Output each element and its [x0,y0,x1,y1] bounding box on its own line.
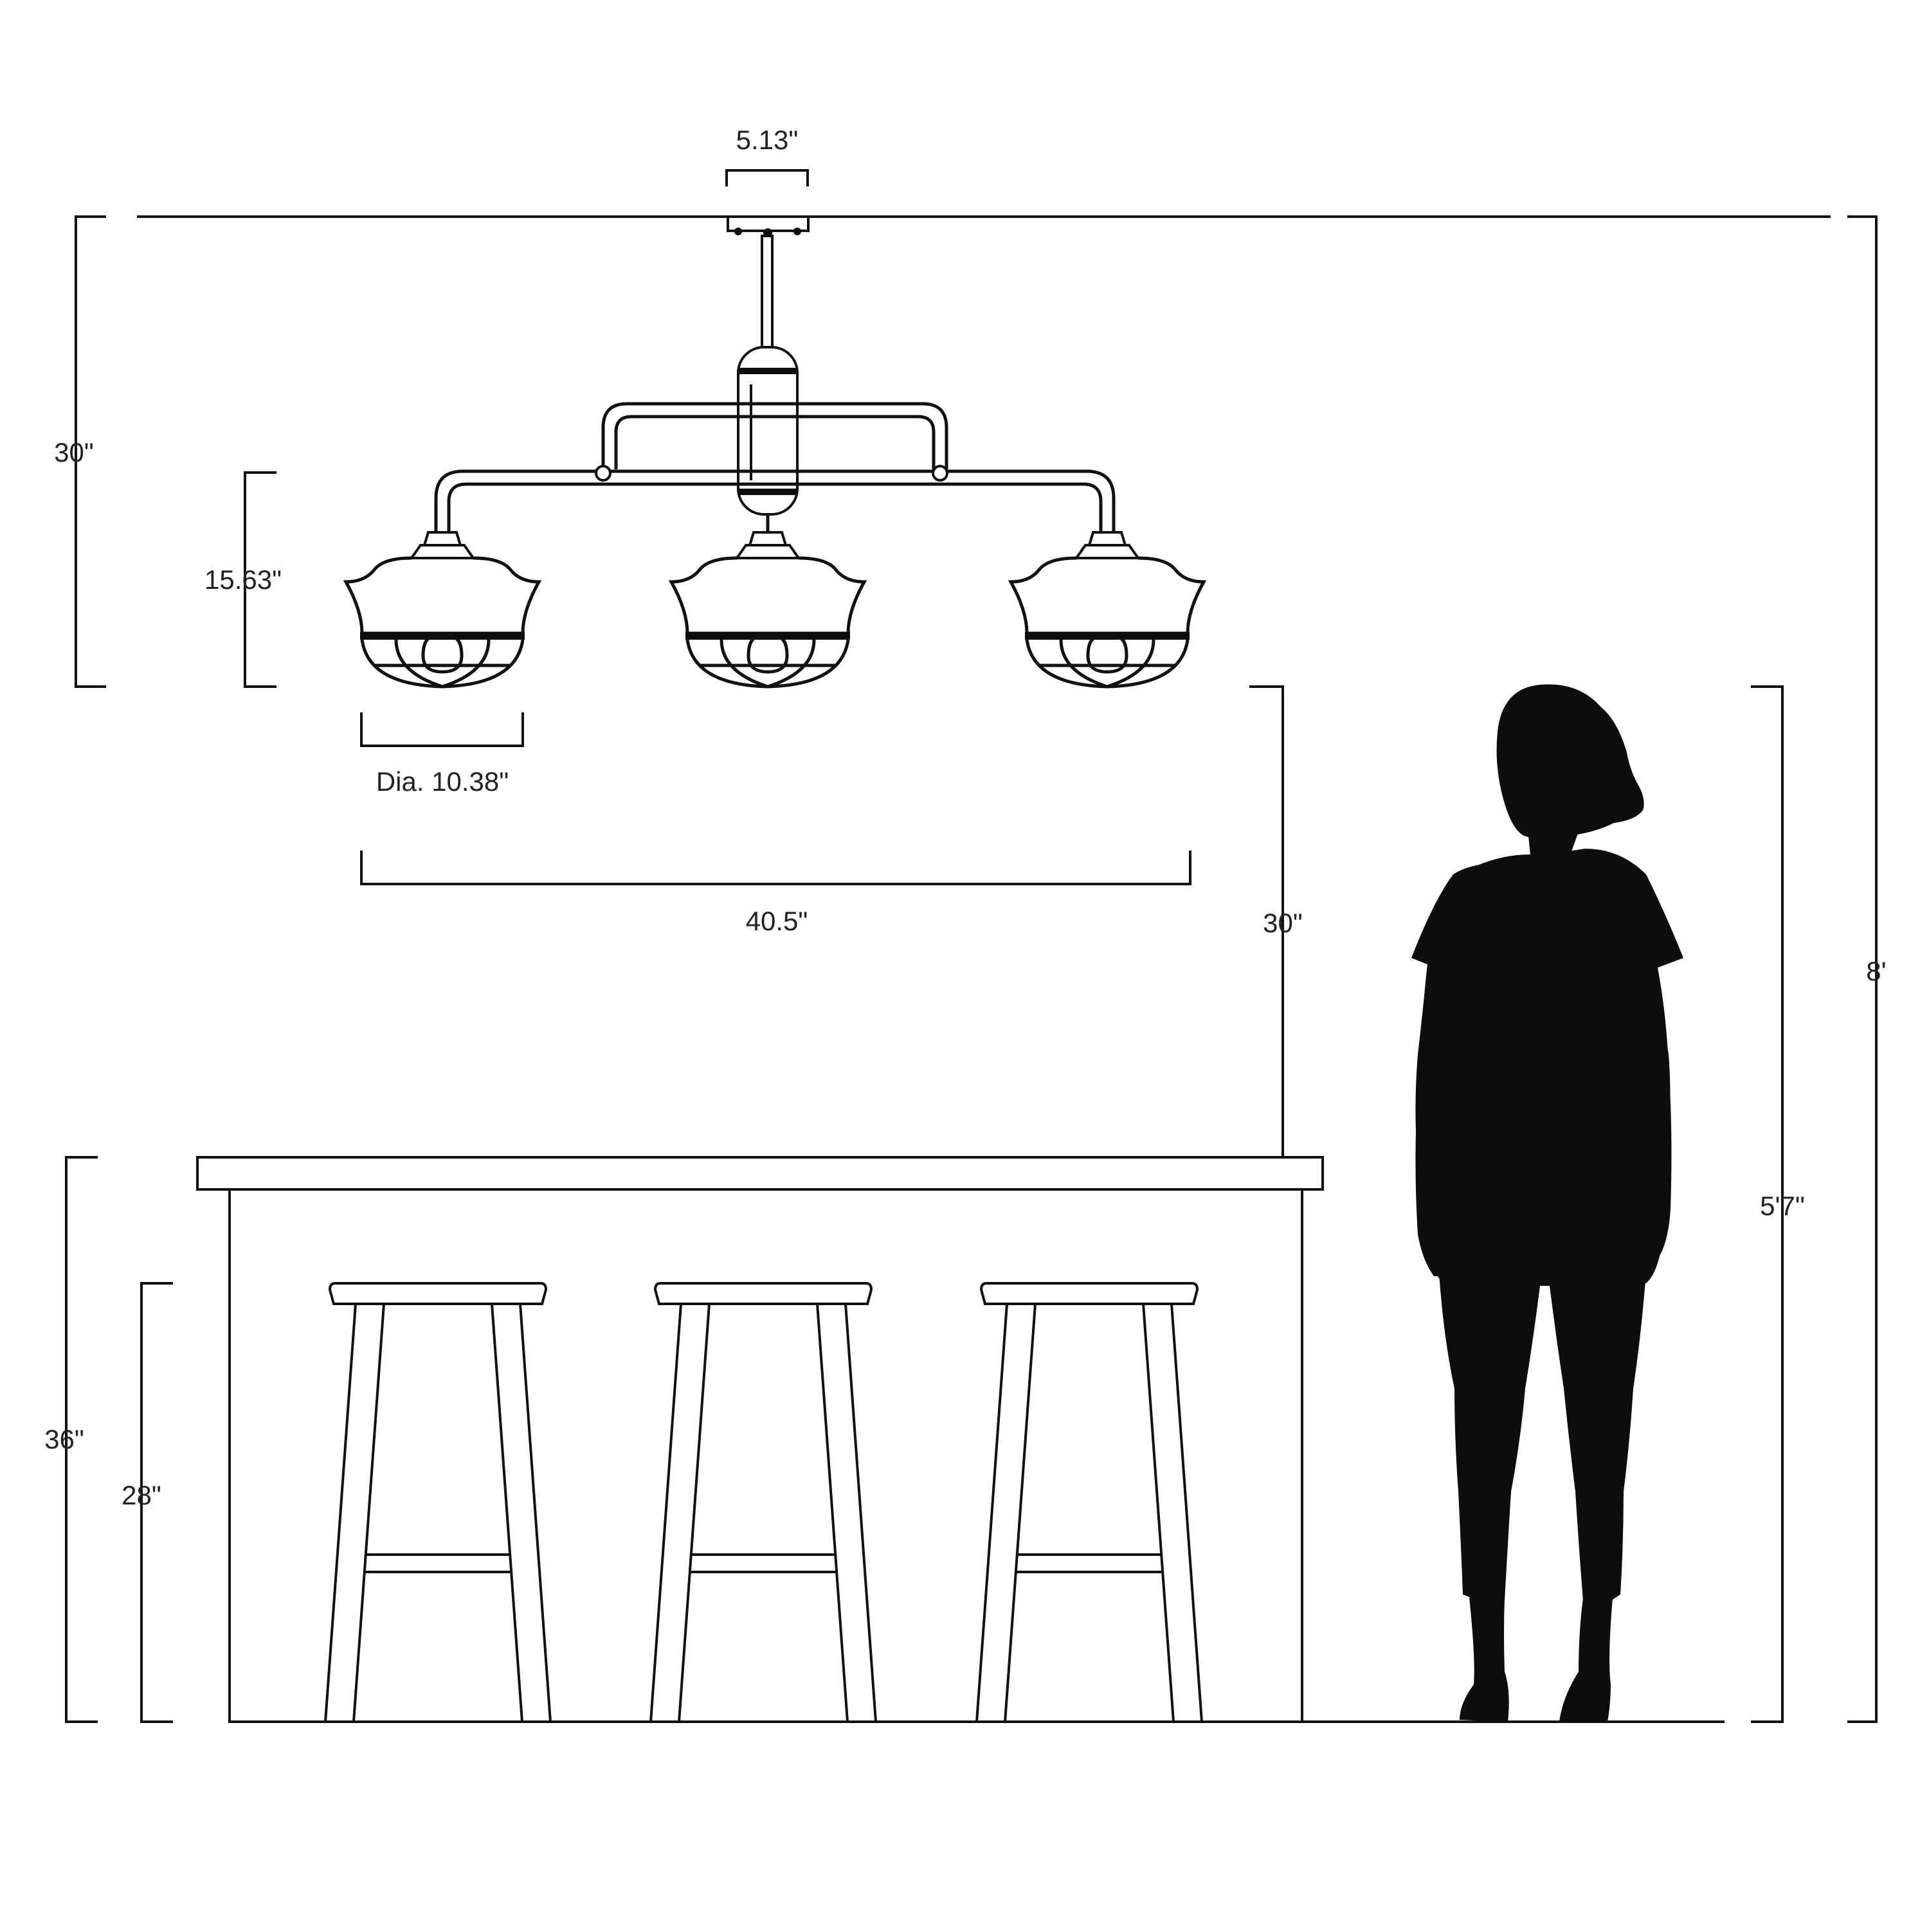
stool-height-dimension: 28" [122,1282,173,1723]
canopy-width-label: 5.13" [736,125,799,155]
shade-diameter-label: Dia. 10.38" [376,766,509,797]
person-height-dimension: 5'7" [1751,685,1805,1723]
fixture-width-dimension: 40.5" [360,851,1191,936]
pendant-shade-right [1008,531,1207,689]
downrod [761,235,774,350]
island-body [228,1188,1303,1723]
pendant-shade-left [343,531,542,689]
fixture-to-counter-label: 30" [1263,908,1303,938]
shade-diameter-dimension: Dia. 10.38" [360,712,524,797]
shade-height-label: 15.63" [204,564,282,595]
ceiling-height-label: 8' [1866,956,1886,986]
person-silhouette [1411,684,1683,1722]
canopy-width-dimension: 5.13" [725,125,809,186]
fixture-height-label: 30" [54,437,94,467]
ceiling-height-dimension: 8' [1847,215,1887,1723]
bar-stool-2 [649,1282,878,1723]
countertop [196,1156,1324,1191]
fixture-height-dimension: 30" [54,215,106,688]
counter-height-label: 36" [44,1424,84,1454]
stool-height-label: 28" [122,1480,161,1510]
person-height-label: 5'7" [1760,1191,1805,1221]
counter-height-dimension: 36" [44,1156,98,1723]
pendant-shade-center [668,531,867,689]
chandelier [434,215,1116,534]
fixture-width-label: 40.5" [746,906,808,936]
kitchen-island [196,1156,1324,1723]
bar-stool-3 [975,1282,1204,1723]
horizontal-arm [434,469,1116,534]
upper-arch [601,402,948,469]
fixture-to-counter-dimension: 30" [1249,685,1303,1159]
bar-stool-1 [323,1282,552,1723]
shade-height-dimension: 15.63" [204,471,282,688]
